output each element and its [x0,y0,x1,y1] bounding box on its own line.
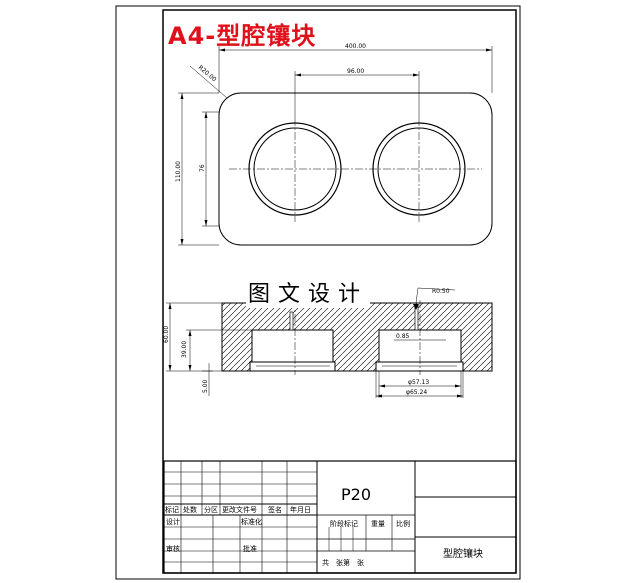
part-code: P20 [341,485,371,504]
part-name: 型腔镶块 [443,547,483,560]
dim-overall-length: 400.00 [345,43,366,50]
right-cavity-inner [377,127,461,211]
dim-step: 0.85 [396,333,410,340]
right-cavity-outer [372,122,466,216]
dim-chamfer: R0.50 [432,288,450,295]
drawing-title: A4-型腔镶块 [168,22,317,50]
section-view: R0.50 0.85 60.00 39.00 5.00 φ57.13 φ65.2… [163,287,493,398]
tb-label-sheets: 共 张第 张 [322,558,364,567]
left-pocket [251,329,334,363]
title-block [163,460,517,574]
dim-pocket-depth: 39.00 [181,341,188,358]
dim-bore-diameter: φ57.13 [408,379,429,386]
dim-height: 60.00 [163,326,170,343]
tb-label-change-doc: 更改文件号 [222,505,257,514]
outer-border [115,5,521,580]
tb-label-weight: 重量 [371,520,385,528]
dim-outer-diameter: φ65.24 [406,389,427,396]
tb-label-standard: 标准化 [241,517,262,526]
tb-label-stage: 阶段标记 [330,519,358,528]
tb-label-date: 年月日 [290,505,311,514]
left-cavity-outer [248,122,342,216]
watermark-text: 图文设计 [246,276,371,308]
dim-corner-radius: R20.00 [197,64,218,83]
tb-label-sign: 签名 [268,505,282,514]
title-block-text: 标记 处数 分区 更改文件号 签名 年月日 设计 标准化 审核 批准 阶段标记 … [165,485,483,567]
tb-label-designer: 设计 [166,517,180,526]
dim-center-distance: 96.00 [347,68,364,75]
tb-label-scale: 比例 [396,519,410,528]
dim-overall-width: 110.00 [175,161,182,182]
tb-label-approve: 批准 [243,544,257,553]
tb-label-mark: 标记 [165,505,179,514]
left-cavity-inner [253,127,337,211]
dim-inner-width: 76 [199,164,206,172]
tb-label-review: 审核 [166,544,180,553]
tb-label-count: 处数 [183,505,197,514]
top-view: 400.00 96.00 R20.00 110.00 76 [175,43,493,246]
dim-base-offset: 5.00 [202,379,209,393]
plate-outline [218,92,493,246]
tb-label-zone: 分区 [204,505,218,514]
